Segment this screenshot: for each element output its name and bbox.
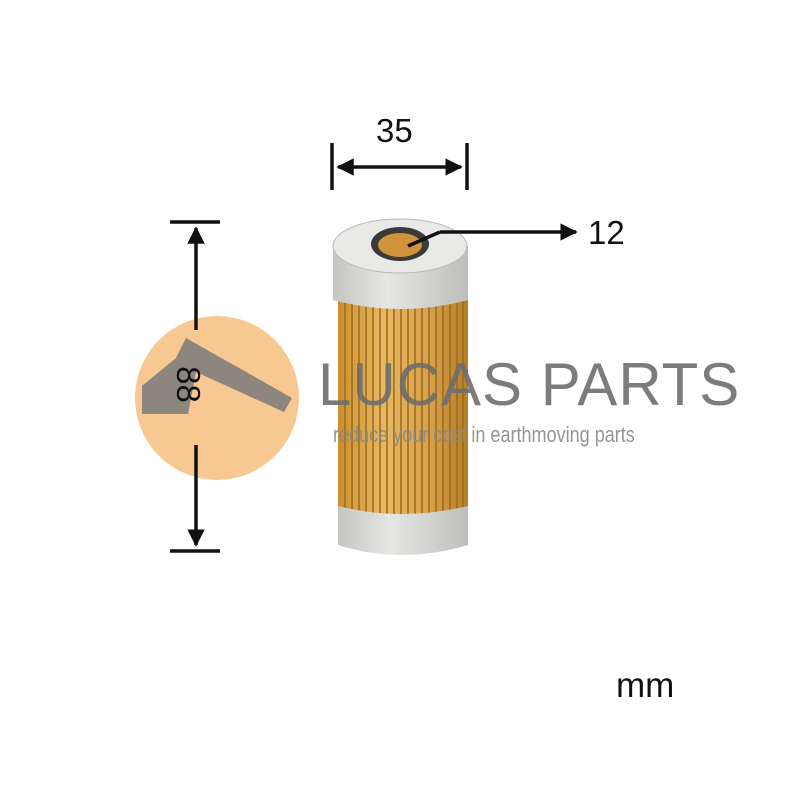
fuel-filter-image bbox=[332, 218, 468, 555]
watermark-logo-icon bbox=[135, 316, 299, 480]
hole-dimension-label: 12 bbox=[588, 214, 625, 251]
width-dimension-arrow bbox=[330, 143, 469, 190]
height-dimension-arrow bbox=[170, 220, 220, 553]
width-dimension-label: 35 bbox=[376, 112, 413, 149]
unit-label: mm bbox=[616, 666, 675, 705]
watermark-tagline-text: reduce your cost in earthmoving parts bbox=[333, 422, 635, 447]
watermark-brand-text: LUCAS PARTS bbox=[318, 351, 741, 418]
hole-dimension-arrow bbox=[407, 223, 578, 248]
height-dimension-label: 88 bbox=[169, 366, 207, 403]
